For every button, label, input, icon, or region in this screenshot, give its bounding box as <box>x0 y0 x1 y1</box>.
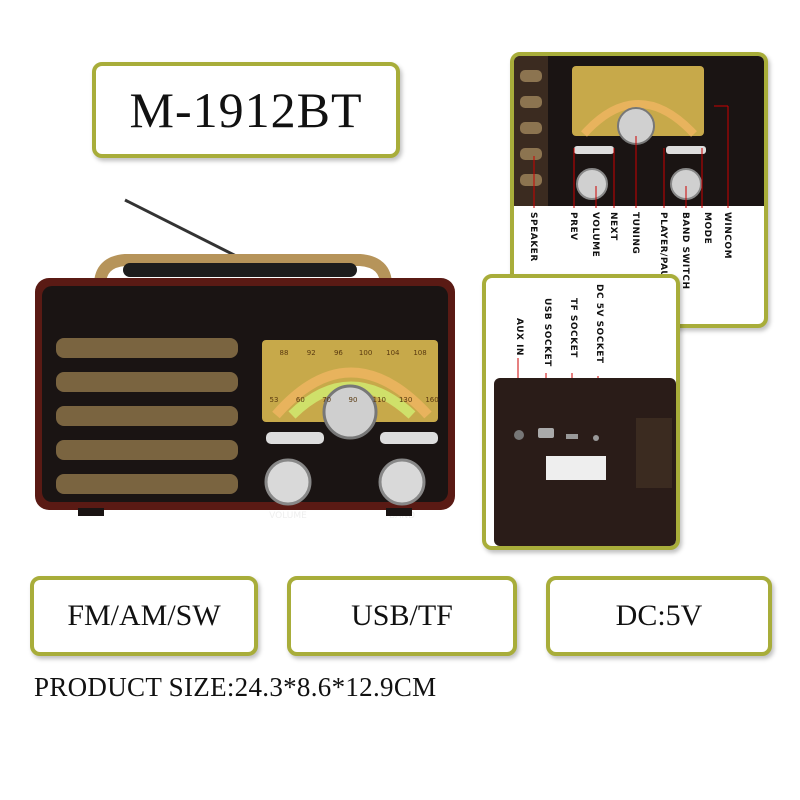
mode-buttons <box>380 432 438 444</box>
label-tf-socket: TF SOCKET <box>568 298 578 358</box>
model-title-box: M-1912BT <box>92 62 400 158</box>
prev-next-buttons <box>266 432 324 444</box>
label-wincom: WINCOM <box>722 212 732 260</box>
label-dc-5v-socket: DC 5V SOCKET <box>594 284 604 364</box>
label-player-pause: PLAYER/PAUSE <box>658 212 668 292</box>
dial-number: 70 <box>322 396 331 404</box>
dial-arc <box>272 367 432 419</box>
volume-label: VOLUME <box>269 511 307 521</box>
front-controls-detail: SPEAKER PREV VOLUME NEXT TUNING PLAYER/P… <box>510 52 768 328</box>
dial-number: 92 <box>307 349 316 357</box>
dial-number: 104 <box>386 349 400 357</box>
dial-number: 90 <box>349 396 358 404</box>
dial-number: 160 <box>425 396 438 404</box>
foot-left <box>78 508 104 516</box>
label-usb-socket: USB SOCKET <box>542 298 552 367</box>
dial-number: 130 <box>399 396 412 404</box>
feature-media: USB/TF <box>351 599 453 632</box>
label-speaker: SPEAKER <box>528 212 538 262</box>
feature-box-media: USB/TF <box>287 576 517 656</box>
feature-bands: FM/AM/SW <box>67 599 221 632</box>
feature-box-power: DC:5V <box>546 576 772 656</box>
model-title: M-1912BT <box>129 82 363 138</box>
dial-number: 108 <box>413 349 426 357</box>
tuning-knob <box>322 384 378 440</box>
dial-number: 100 <box>359 349 372 357</box>
band-knob <box>378 458 426 506</box>
dial-number: 110 <box>373 396 386 404</box>
front-controls-image <box>514 56 764 208</box>
label-volume: VOLUME <box>590 212 600 258</box>
dial-number: 60 <box>296 396 305 404</box>
foot-right <box>386 508 412 516</box>
dial-number: 88 <box>280 349 289 357</box>
label-next: NEXT <box>608 212 618 241</box>
label-tuning: TUNING <box>630 212 640 255</box>
back-ports-image <box>494 358 676 546</box>
dial-number: 53 <box>270 396 279 404</box>
dial-number: 96 <box>334 349 343 357</box>
back-ports-detail: AUX IN USB SOCKET TF SOCKET DC 5V SOCKET <box>482 274 680 550</box>
radio-front-image: VOLUME BAND 8892961001041085360709011013… <box>35 198 455 521</box>
volume-knob <box>264 458 312 506</box>
speaker-grille <box>56 338 238 494</box>
product-size-text: PRODUCT SIZE:24.3*8.6*12.9CM <box>34 672 437 702</box>
handle <box>94 254 392 286</box>
label-band-switch: BAND SWITCH <box>680 212 690 290</box>
feature-box-bands: FM/AM/SW <box>30 576 258 656</box>
label-prev: PREV <box>568 212 578 241</box>
label-mode: MODE <box>702 212 712 245</box>
feature-power: DC:5V <box>615 599 703 632</box>
label-aux-in: AUX IN <box>514 318 524 356</box>
